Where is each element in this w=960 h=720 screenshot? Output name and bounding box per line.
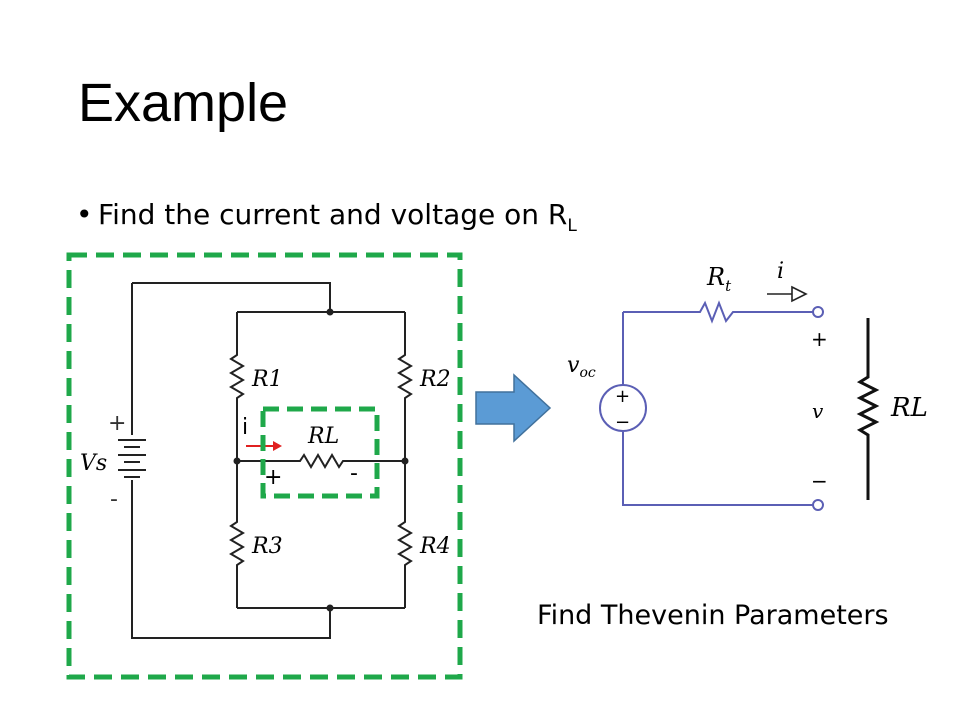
thevenin-circuit — [599, 300, 824, 511]
terminal-bottom — [812, 499, 824, 511]
junction-dot — [233, 457, 241, 465]
label-load-plus: + — [264, 465, 282, 490]
left-wire-lower — [131, 480, 331, 639]
bridge-circuit — [118, 282, 413, 639]
label-rl: RL — [307, 424, 339, 449]
load-highlight-box — [260, 406, 380, 499]
resistor-rl — [237, 453, 405, 469]
top-wire — [132, 282, 331, 312]
label-source-minus: - — [110, 487, 118, 512]
label-terminal-v: v — [812, 399, 824, 423]
bullet-subscript: L — [567, 216, 577, 236]
slide-title: Example — [78, 73, 289, 133]
label-thevenin-i: i — [777, 259, 784, 284]
resistor-r3 — [229, 461, 245, 608]
thevenin-voltage-source — [599, 384, 647, 432]
junction-dot — [401, 457, 409, 465]
junction-dot — [326, 604, 334, 612]
battery-symbol — [118, 439, 146, 478]
bullet-dot-icon: • — [76, 198, 93, 231]
resistor-r1 — [229, 312, 245, 461]
bullet-item: •Find the current and voltage on RL — [76, 198, 577, 236]
label-load-minus: - — [350, 461, 358, 486]
thevenin-current-arrow-icon — [767, 285, 808, 303]
label-voc-plus: + — [615, 386, 630, 407]
label-vs: Vs — [80, 451, 107, 476]
resistor-r2 — [397, 312, 413, 461]
label-terminal-minus: − — [811, 469, 828, 493]
thevenin-resistor-rt — [623, 300, 813, 324]
junction-dot — [326, 308, 334, 316]
label-right-rl: RL — [890, 393, 928, 423]
label-voc: voc — [567, 353, 596, 381]
label-terminal-plus: + — [811, 327, 828, 351]
right-load-resistor — [856, 318, 880, 500]
label-r4: R4 — [419, 534, 451, 559]
label-source-plus: + — [108, 411, 126, 436]
terminal-top — [812, 306, 824, 318]
label-voc-minus: − — [615, 412, 630, 433]
thevenin-bottom-wire — [622, 432, 813, 506]
label-current-i: i — [242, 415, 248, 440]
junction-dots — [233, 308, 409, 612]
outer-highlight-box — [66, 252, 463, 680]
bullet-text: Find the current and voltage on R — [98, 198, 568, 231]
transform-arrow-icon — [475, 373, 552, 443]
label-r2: R2 — [419, 367, 451, 392]
label-rt: Rt — [706, 263, 732, 295]
resistor-r4 — [397, 461, 413, 608]
label-r1: R1 — [251, 367, 283, 392]
label-r3: R3 — [251, 534, 283, 559]
thevenin-caption: Find Thevenin Parameters — [537, 600, 889, 631]
